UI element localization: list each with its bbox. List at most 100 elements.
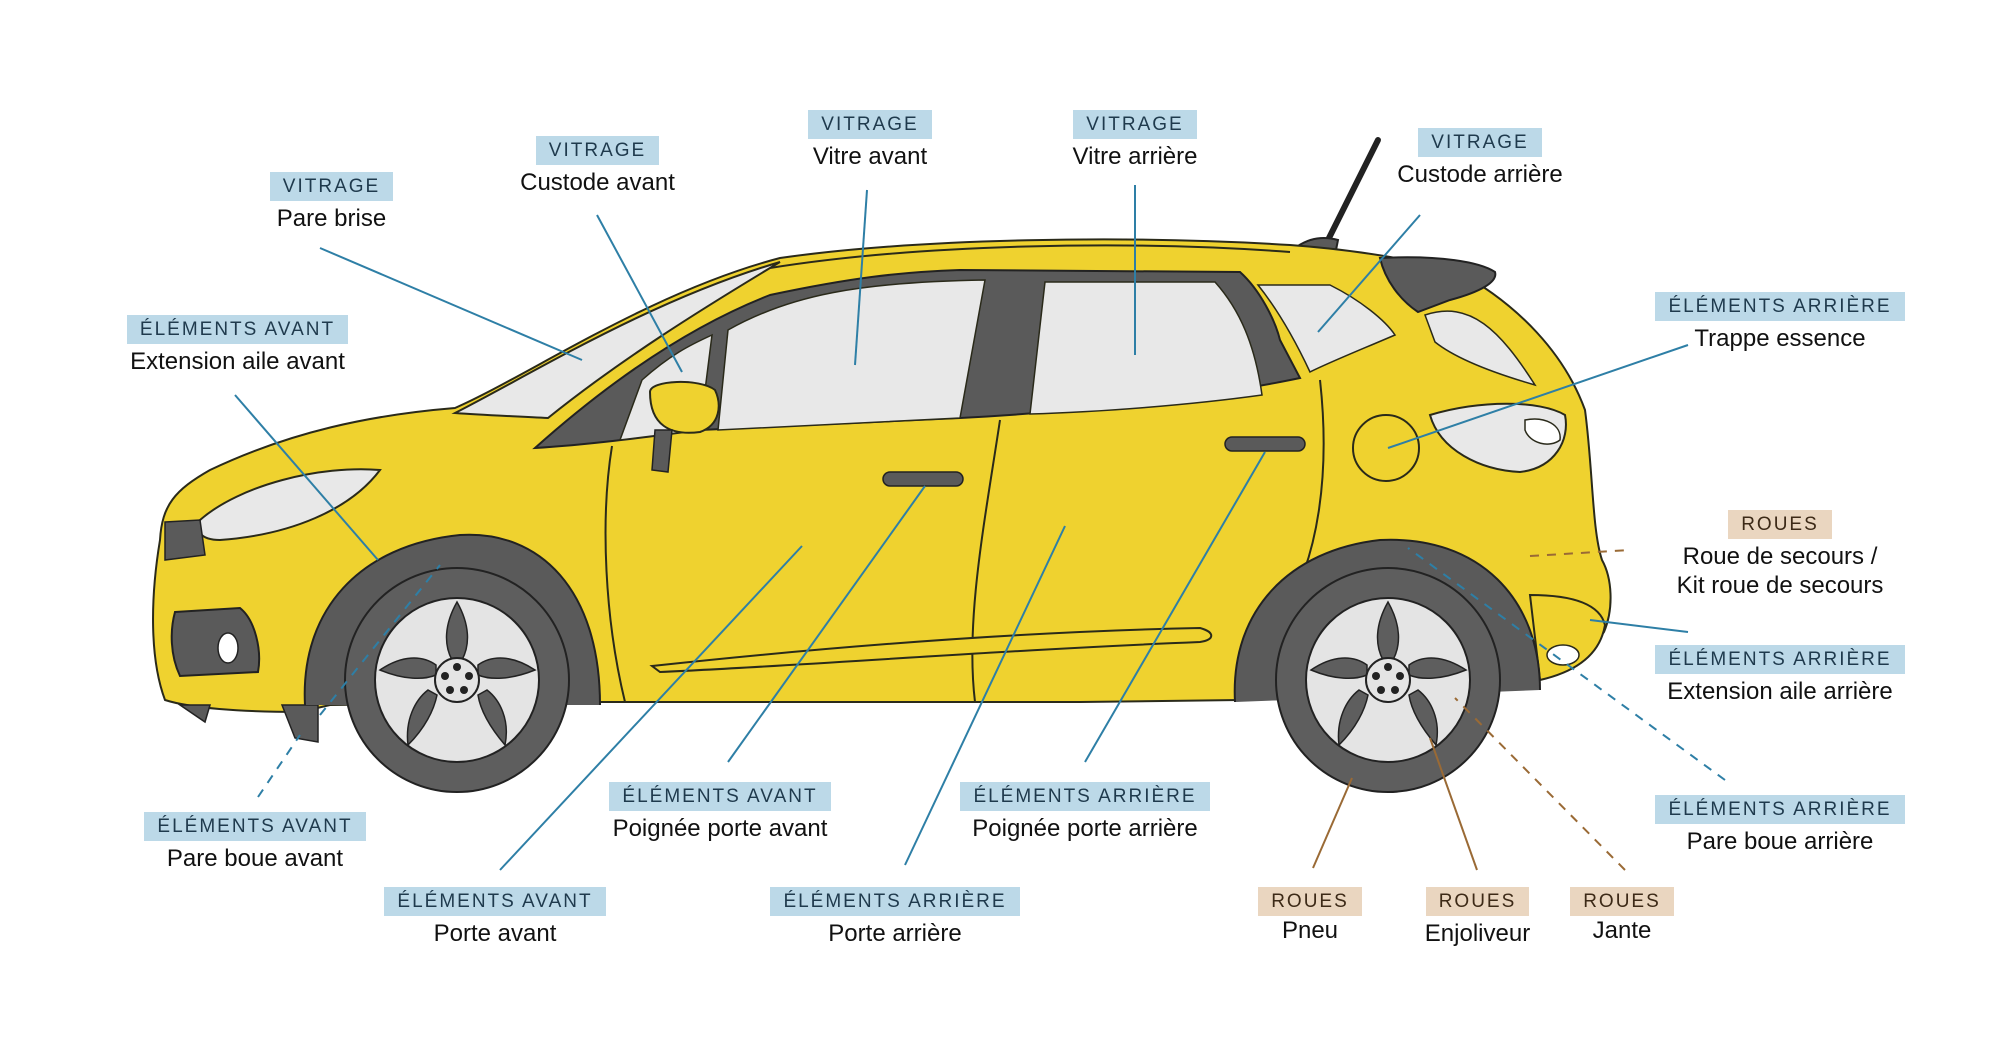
leader-pare-boue-arriere xyxy=(1407,547,1726,781)
front-lug-5 xyxy=(441,672,449,680)
callout-trappe-essence: ÉLÉMENTS ARRIÈRE Trappe essence xyxy=(1650,292,1910,353)
category-badge: ÉLÉMENTS AVANT xyxy=(144,812,366,841)
category-badge: ROUES xyxy=(1425,887,1530,916)
front-door-line xyxy=(604,445,626,703)
part-name: Vitre arrière xyxy=(1072,143,1198,170)
headlight xyxy=(197,468,382,542)
callout-pare-boue-avant: ÉLÉMENTS AVANT Pare boue avant xyxy=(125,812,385,873)
callout-pare-boue-arriere: ÉLÉMENTS ARRIÈRE Pare boue arrière xyxy=(1650,795,1910,856)
category-badge: ROUES xyxy=(1728,510,1832,539)
front-lug-4 xyxy=(446,686,454,694)
front-splitter xyxy=(177,704,212,724)
rear-bumper xyxy=(1528,593,1607,682)
rear-lug-3 xyxy=(1391,686,1399,694)
rear-door-handle xyxy=(1224,436,1306,452)
callout-enjoliveur: ROUES Enjoliveur xyxy=(1400,887,1555,948)
part-name: Jante xyxy=(1592,917,1652,944)
callout-jante: ROUES Jante xyxy=(1562,887,1682,945)
part-name-line2: Kit roue de secours xyxy=(1676,572,1884,599)
category-badge: ROUES xyxy=(1258,887,1362,916)
leader-custode-avant xyxy=(596,214,683,373)
rear-lug-5 xyxy=(1372,672,1380,680)
part-name: Porte avant xyxy=(433,920,557,947)
category-badge: VITRAGE xyxy=(269,172,394,201)
category-badge: ÉLÉMENTS ARRIÈRE xyxy=(1655,645,1905,674)
part-name: Porte arrière xyxy=(828,920,962,947)
callout-extension-aile-arriere: ÉLÉMENTS ARRIÈRE Extension aile arrière xyxy=(1650,645,1910,706)
category-badge: VITRAGE xyxy=(1073,110,1197,139)
front-door-glass xyxy=(717,279,986,431)
callout-porte-arriere: ÉLÉMENTS ARRIÈRE Porte arrière xyxy=(765,887,1025,948)
rear-lug-2 xyxy=(1396,672,1404,680)
mirror-stem xyxy=(651,429,673,473)
front-lug-2 xyxy=(465,672,473,680)
part-name-line1: Roue de secours / xyxy=(1682,543,1878,570)
callout-pare-brise: VITRAGE Pare brise xyxy=(249,172,414,233)
callout-roue-secours: ROUES Roue de secours / Kit roue de seco… xyxy=(1650,510,1910,600)
callout-poignee-porte-avant: ÉLÉMENTS AVANT Poignée porte avant xyxy=(590,782,850,843)
front-grille xyxy=(164,519,206,561)
part-name: Custode avant xyxy=(520,169,675,196)
part-name: Vitre avant xyxy=(812,143,928,170)
roof-rail xyxy=(769,244,1291,269)
callout-vitre-arriere: VITRAGE Vitre arrière xyxy=(1040,110,1230,171)
leader-porte-avant xyxy=(499,545,803,871)
category-badge: ÉLÉMENTS AVANT xyxy=(609,782,831,811)
leader-pare-boue-avant xyxy=(257,734,301,798)
front-hub xyxy=(434,657,480,703)
front-lug-1 xyxy=(453,663,461,671)
leader-trappe-essence xyxy=(1387,344,1689,449)
leader-jante xyxy=(1454,697,1626,871)
windshield xyxy=(451,261,781,420)
part-name: Enjoliveur xyxy=(1424,920,1531,947)
side-moulding xyxy=(649,626,1213,674)
callout-porte-avant: ÉLÉMENTS AVANT Porte avant xyxy=(365,887,625,948)
front-lug-3 xyxy=(460,686,468,694)
callout-custode-avant: VITRAGE Custode avant xyxy=(500,136,695,197)
tail-light-inner xyxy=(1524,418,1561,445)
category-badge: ÉLÉMENTS ARRIÈRE xyxy=(1655,795,1905,824)
leader-pare-brise xyxy=(319,247,583,361)
callout-poignee-porte-arriere: ÉLÉMENTS ARRIÈRE Poignée porte arrière xyxy=(950,782,1220,843)
rear-lug-4 xyxy=(1377,686,1385,694)
category-badge: VITRAGE xyxy=(1418,128,1542,157)
door-gap xyxy=(971,419,1001,703)
leader-extension-aile-arriere xyxy=(1589,619,1689,633)
rear-quarter-glass xyxy=(1256,284,1397,374)
part-name: Pare boue arrière xyxy=(1686,828,1874,855)
rear-reflector xyxy=(1546,644,1580,666)
front-door-handle xyxy=(882,471,964,487)
leader-poignee-arriere xyxy=(1084,451,1266,763)
rear-hub xyxy=(1365,657,1411,703)
leader-custode-arriere xyxy=(1317,214,1421,333)
part-name: Poignée porte arrière xyxy=(972,815,1198,842)
rear-rim-spokes xyxy=(1309,600,1468,747)
part-name: Extension aile arrière xyxy=(1667,678,1893,705)
part-name: Extension aile avant xyxy=(130,348,345,375)
part-name: Pneu xyxy=(1281,917,1339,944)
part-name: Pare boue avant xyxy=(166,845,344,872)
category-badge: ROUES xyxy=(1570,887,1674,916)
leader-porte-arriere xyxy=(904,525,1066,866)
leader-pneu xyxy=(1312,777,1353,869)
rear-glass xyxy=(1424,310,1537,387)
category-badge: VITRAGE xyxy=(808,110,932,139)
callout-vitre-avant: VITRAGE Vitre avant xyxy=(785,110,955,171)
antenna xyxy=(1325,137,1381,243)
category-badge: ÉLÉMENTS ARRIÈRE xyxy=(960,782,1210,811)
part-name: Custode arrière xyxy=(1397,161,1563,188)
fog-light-housing xyxy=(170,606,261,678)
category-badge: ÉLÉMENTS ARRIÈRE xyxy=(1655,292,1905,321)
leader-enjoliveur xyxy=(1429,737,1478,871)
side-mirror xyxy=(648,381,720,434)
fog-light xyxy=(217,632,239,664)
leader-poignee-avant xyxy=(727,485,926,763)
part-name: Pare brise xyxy=(276,205,387,232)
leader-vitre-avant xyxy=(854,189,868,366)
category-badge: ÉLÉMENTS AVANT xyxy=(384,887,606,916)
callout-pneu: ROUES Pneu xyxy=(1250,887,1370,945)
rear-door-glass xyxy=(1029,281,1263,415)
category-badge: ÉLÉMENTS ARRIÈRE xyxy=(770,887,1020,916)
